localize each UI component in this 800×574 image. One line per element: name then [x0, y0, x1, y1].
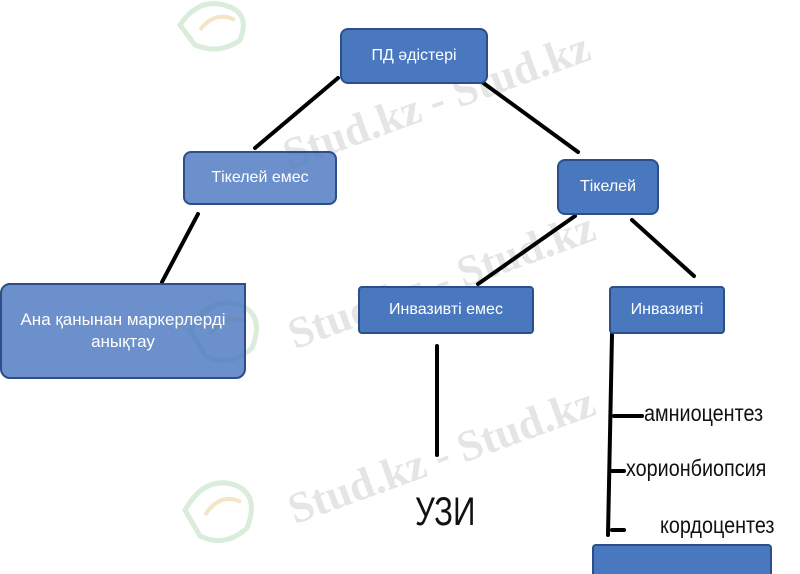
edge-invasive-list: [606, 332, 614, 537]
root-node: ПД әдістері: [340, 28, 488, 84]
root-node-label: ПД әдістері: [371, 46, 457, 64]
invasive-method-chorion-biopsy: хорионбиопсия: [626, 455, 767, 481]
non-invasive-node: Инвазивті емес: [358, 286, 534, 334]
edge-root-indirect: [253, 76, 340, 150]
maternal-markers-node: Ана қанынан маркерлерді анықтау: [0, 283, 246, 379]
edge-root-direct: [480, 80, 580, 154]
partial-bottom-box: [592, 544, 772, 574]
direct-node-label: Тікелей: [579, 177, 637, 195]
invasive-method-amniocentesis: амниоцентез: [644, 400, 764, 426]
edge-indirect-markers: [160, 212, 200, 284]
indirect-node: Тікелей емес: [183, 151, 337, 205]
invasive-method-cordocentesis: кордоцентез: [660, 512, 775, 538]
maternal-markers-label: Ана қанынан маркерлерді анықтау: [20, 309, 226, 351]
edge-direct-noninvasive: [476, 214, 577, 286]
non-invasive-node-label: Инвазивті емес: [389, 300, 503, 318]
edge-direct-invasive: [630, 218, 696, 278]
invasive-node-label: Инвазивті: [630, 300, 704, 318]
uzi-label: УЗИ: [415, 490, 476, 534]
direct-node: Тікелей: [557, 159, 659, 215]
indirect-node-label: Тікелей емес: [211, 168, 309, 186]
invasive-node: Инвазивті: [609, 286, 725, 334]
